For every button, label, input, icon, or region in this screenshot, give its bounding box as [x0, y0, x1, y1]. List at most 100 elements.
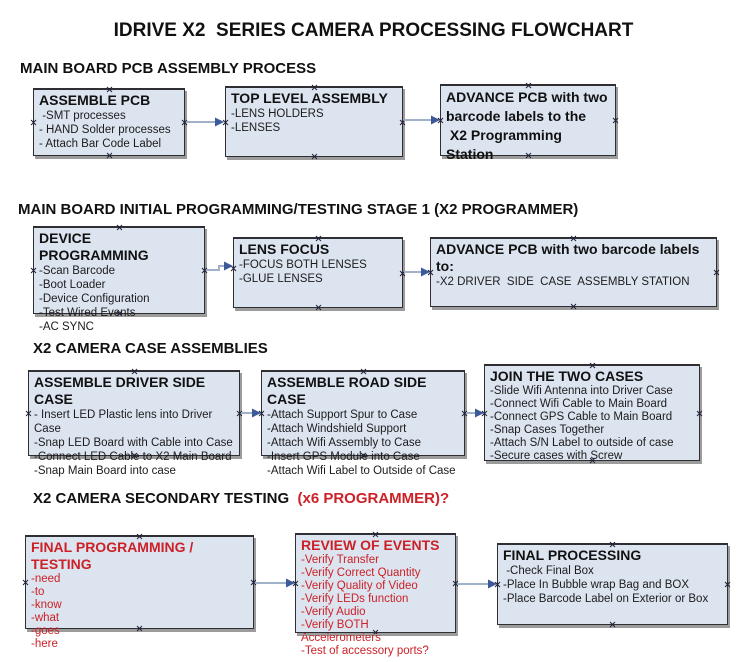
connector-handle-icon [494, 581, 501, 588]
connector-handle-icon [22, 579, 29, 586]
box-item: -Connect GPS Cable to Main Board [490, 411, 673, 423]
flow-box-top-level-assembly: TOP LEVEL ASSEMBLY -LENS HOLDERS -LENSES [225, 86, 403, 157]
box-item: -Snap LED Board with Cable into Case [34, 437, 233, 449]
section-heading-secondary-testing: X2 CAMERA SECONDARY TESTING (x6 PROGRAMM… [33, 490, 449, 507]
flow-box-advance-pcb-programming-station: ADVANCE PCB with two barcode labels to t… [437, 84, 619, 162]
box-title: ADVANCE PCB with two barcode labels to t… [446, 89, 608, 162]
box-item: -LENS HOLDERS [231, 108, 324, 120]
flow-arrow [404, 115, 440, 125]
flow-arrow [255, 578, 295, 588]
flow-arrow [206, 261, 233, 271]
flow-arrow [241, 408, 261, 418]
box-item: -Insert GPS Module into Case [267, 451, 420, 463]
flow-arrow [186, 117, 224, 127]
connector-handle-icon [250, 579, 257, 586]
flow-arrow [404, 267, 430, 277]
box-title: ADVANCE PCB with two barcode labels to: [436, 241, 704, 274]
box-title: ASSEMBLE DRIVER SIDE CASE [34, 374, 210, 407]
flow-box-advance-pcb-driver-side-station: ADVANCE PCB with two barcode labels to: … [430, 237, 717, 307]
connector-handle-icon [570, 303, 577, 310]
box-item: -SMT processes [39, 110, 126, 122]
connector-handle-icon [201, 267, 208, 274]
connector-handle-icon [437, 117, 444, 124]
connector-handle-icon [292, 580, 299, 587]
box-item: -Verify BOTH Accelerometers [301, 619, 381, 644]
connector-handle-icon [30, 267, 37, 274]
box-item: -FOCUS BOTH LENSES [239, 259, 367, 271]
connector-handle-icon [713, 269, 720, 276]
box-item: -Snap Main Board into case [34, 465, 176, 477]
connector-handle-icon [427, 269, 434, 276]
page-title: IDRIVE X2 SERIES CAMERA PROCESSING FLOWC… [113, 20, 634, 41]
connector-handle-icon [461, 410, 468, 417]
box-item: -Snap Cases Together [490, 424, 605, 436]
connector-handle-icon [612, 117, 619, 124]
box-item: -Place In Bubble wrap Bag and BOX [503, 579, 690, 591]
box-item: -Verify Transfer [301, 554, 379, 566]
connector-handle-icon [724, 581, 731, 588]
box-item: -what [31, 612, 60, 624]
flow-box-assemble-road-side-case: ASSEMBLE ROAD SIDE CASE -Attach Support … [258, 370, 468, 477]
box-item: -Test Wired Events [39, 307, 136, 319]
connector-handle-icon [258, 410, 265, 417]
box-item: -GLUE LENSES [239, 273, 323, 285]
box-item: - HAND Solder processes [39, 124, 171, 136]
section-heading-pcb-assembly: MAIN BOARD PCB ASSEMBLY PROCESS [20, 60, 317, 77]
box-item: -Attach Support Spur to Case [267, 409, 418, 421]
section-heading-secondary-testing-red: (x6 PROGRAMMER)? [293, 490, 450, 507]
box-item: -Attach S/N Label to outside of case [490, 437, 674, 449]
box-title: FINAL PROCESSING [503, 547, 642, 563]
box-item: -Attach Windshield Support [267, 423, 407, 435]
connector-handle-icon [609, 621, 616, 628]
box-item: -Test of accessory ports? [301, 645, 429, 657]
connector-handle-icon [30, 119, 37, 126]
connector-handle-icon [106, 152, 113, 159]
box-item: -Verify Audio [301, 606, 366, 618]
connector-handle-icon [222, 119, 229, 126]
connector-handle-icon [481, 410, 488, 417]
flow-box-final-processing: FINAL PROCESSING -Check Final Box -Place… [497, 543, 728, 625]
box-title: JOIN THE TWO CASES [490, 368, 644, 384]
connector-handle-icon [181, 119, 188, 126]
box-item: -need [31, 573, 61, 585]
flow-arrow [466, 408, 484, 418]
flow-box-assemble-driver-side-case: ASSEMBLE DRIVER SIDE CASE - Insert LED P… [25, 370, 240, 477]
connector-handle-icon [315, 304, 322, 311]
box-item: -know [31, 599, 62, 611]
connector-handle-icon [399, 270, 406, 277]
connector-handle-icon [696, 410, 703, 417]
box-item: - Attach Bar Code Label [39, 138, 162, 150]
box-item: -LENSES [231, 122, 281, 134]
box-item: -AC SYNC [39, 321, 94, 333]
box-item: -Connect LED Cable to X2 Main Board [34, 451, 232, 463]
box-item: - Insert LED Plastic lens into Driver Ca… [34, 409, 216, 435]
flow-box-assemble-pcb: ASSEMBLE PCB -SMT processes - HAND Solde… [33, 88, 185, 156]
connector-handle-icon [25, 410, 32, 417]
connector-handle-icon [399, 119, 406, 126]
box-title: REVIEW OF EVENTS [301, 537, 440, 553]
flow-box-review-of-events: REVIEW OF EVENTS -Verify Transfer -Verif… [292, 533, 459, 657]
section-heading-case-assemblies: X2 CAMERA CASE ASSEMBLIES [33, 340, 268, 357]
box-item: -Check Final Box [503, 565, 594, 577]
box-title: FINAL PROGRAMMING / TESTING [31, 539, 198, 572]
section-heading-secondary-testing-black: X2 CAMERA SECONDARY TESTING [33, 490, 294, 507]
box-title: ASSEMBLE ROAD SIDE CASE [267, 374, 431, 407]
box-item: -Boot Loader [39, 279, 106, 291]
box-item: -Attach Wifi Assembly to Case [267, 437, 422, 449]
flow-box-join-the-two-cases: JOIN THE TWO CASES -Slide Wifi Antenna i… [481, 364, 703, 462]
box-item: -Place Barcode Label on Exterior or Box [503, 593, 709, 605]
box-title: ASSEMBLE PCB [39, 92, 151, 108]
box-item: -Connect Wifi Cable to Main Board [490, 398, 668, 410]
box-item: -Verify Correct Quantity [301, 567, 421, 579]
box-item: -Device Configuration [39, 293, 150, 305]
box-title: TOP LEVEL ASSEMBLY [231, 90, 388, 106]
box-item: -here [31, 638, 58, 650]
connector-handle-icon [311, 153, 318, 160]
connector-handle-icon [452, 580, 459, 587]
box-item: -to [31, 586, 45, 598]
box-item: -Verify Quality of Video [301, 580, 418, 592]
section-heading-initial-programming: MAIN BOARD INITIAL PROGRAMMING/TESTING S… [18, 201, 579, 218]
flow-box-final-programming-testing: FINAL PROGRAMMING / TESTING -need -to -k… [22, 535, 257, 650]
box-title: LENS FOCUS [239, 241, 330, 257]
